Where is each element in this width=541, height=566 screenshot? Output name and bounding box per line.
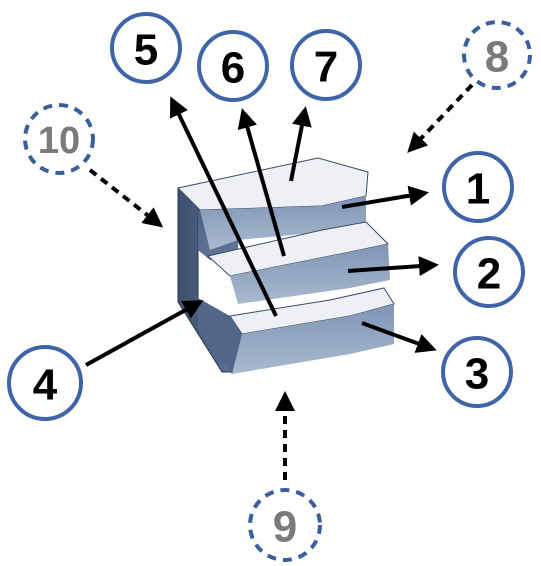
circle-9 — [248, 488, 322, 562]
label-numbers: 1 2 3 4 5 6 7 8 9 10 — [33, 26, 509, 552]
arrow-7 — [289, 106, 312, 182]
stair-base-side — [198, 298, 242, 374]
circle-7 — [290, 29, 362, 101]
circle-2 — [453, 236, 525, 308]
arrow-3 — [361, 321, 437, 353]
label-5: 5 — [134, 26, 158, 75]
label-7: 7 — [314, 43, 338, 92]
label-2: 2 — [477, 250, 501, 299]
arrow-10 — [88, 168, 164, 228]
label-4: 4 — [33, 361, 58, 410]
label-3: 3 — [465, 350, 489, 399]
arrow-2 — [347, 256, 439, 277]
circle-4 — [7, 345, 83, 421]
label-6: 6 — [221, 44, 245, 93]
arrow-1 — [341, 185, 429, 209]
arrow-6 — [237, 108, 286, 257]
label-1: 1 — [466, 165, 490, 214]
riser-middle — [230, 244, 390, 304]
label-8: 8 — [485, 33, 509, 82]
arrow-5 — [169, 96, 278, 317]
circle-8 — [462, 20, 532, 90]
riser-top — [200, 196, 366, 250]
circle-6 — [197, 30, 269, 102]
circle-3 — [441, 336, 513, 408]
label-9: 9 — [273, 503, 297, 552]
arrows — [85, 83, 474, 480]
circle-5 — [110, 12, 182, 84]
circle-10 — [23, 103, 95, 175]
arrow-4 — [85, 300, 204, 367]
staircase-block — [176, 157, 395, 374]
label-circles — [7, 12, 532, 562]
riser-bottom — [210, 304, 394, 374]
arrow-8 — [407, 83, 474, 153]
label-10: 10 — [38, 120, 80, 162]
circle-1 — [442, 151, 514, 223]
